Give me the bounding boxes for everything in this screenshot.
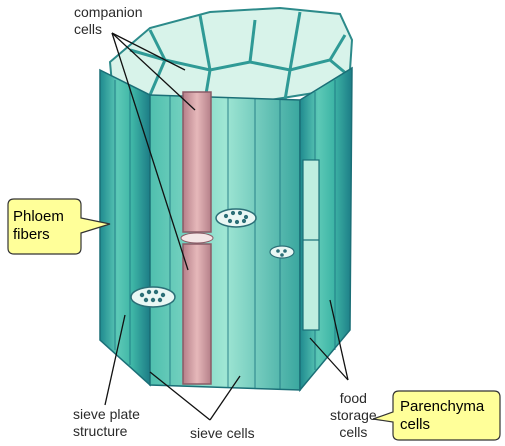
sieve-tube-lower bbox=[182, 243, 212, 385]
sieve-tube-upper bbox=[182, 91, 212, 233]
phloem-bundle-left-face bbox=[99, 68, 151, 387]
parenchyma-column bbox=[302, 159, 320, 331]
phloem-fibers-text: Phloem fibers bbox=[13, 208, 64, 243]
parenchyma-cells-text: Parenchyma cells bbox=[400, 398, 485, 433]
phloem-bundle-front-face bbox=[149, 94, 301, 391]
phloem-fibers-callout bbox=[7, 198, 111, 255]
companion-cells-label: companion cells bbox=[74, 4, 143, 37]
sieve-plate-middle bbox=[180, 232, 214, 244]
parenchyma-cells-callout bbox=[372, 390, 501, 441]
pointer-lines bbox=[104, 32, 349, 421]
sieve-plate-left bbox=[130, 286, 176, 308]
food-storage-cells-label: food storage cells bbox=[330, 390, 377, 440]
sieve-cells-label: sieve cells bbox=[190, 425, 255, 441]
sieve-plate-structure-label: sieve plate structure bbox=[73, 406, 140, 439]
sieve-plate-small bbox=[269, 245, 295, 259]
sieve-plate-right bbox=[215, 208, 257, 228]
